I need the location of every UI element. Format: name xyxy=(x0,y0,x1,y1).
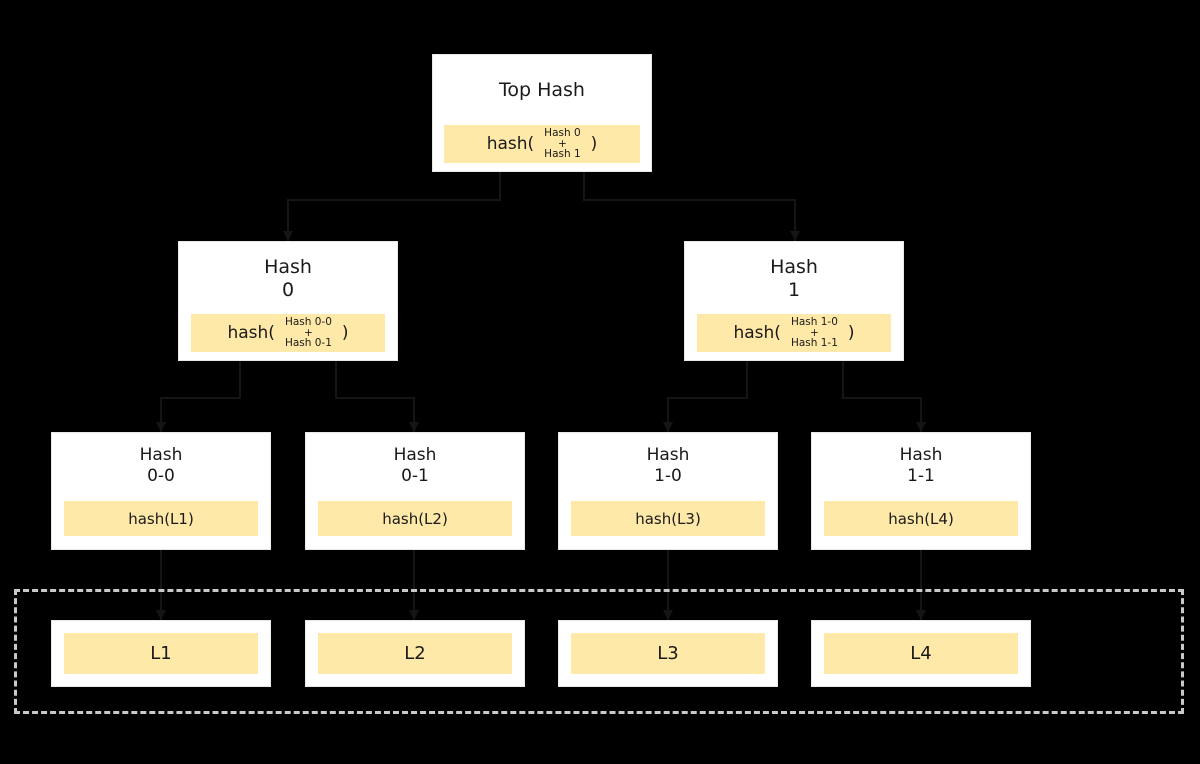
node-hash-0-formula: hash( Hash 0-0 + Hash 0-1 ) xyxy=(191,314,385,352)
node-hash-1-0-title: Hash 1-0 xyxy=(646,445,690,486)
node-hash-1-title: Hash 1 xyxy=(770,256,818,302)
node-top-hash[interactable]: Top Hash hash( Hash 0 + Hash 1 ) xyxy=(432,54,652,172)
hash-function-open: hash( xyxy=(486,133,535,154)
node-hash-0-0-title: Hash 0-0 xyxy=(139,445,183,486)
node-hash-1-0[interactable]: Hash 1-0 hash(L3) xyxy=(558,432,778,550)
node-hash-0-0-formula: hash(L1) xyxy=(64,501,258,536)
node-hash-1-1-title: Hash 1-1 xyxy=(899,445,943,486)
node-hash-1-1-formula: hash(L4) xyxy=(824,501,1018,536)
node-hash-1[interactable]: Hash 1 hash( Hash 1-0 + Hash 1-1 ) xyxy=(684,241,904,361)
data-block-l4-label: L4 xyxy=(824,633,1018,674)
hash-function-args: Hash 0-0 + Hash 0-1 xyxy=(284,316,332,350)
node-hash-0-1-title: Hash 0-1 xyxy=(393,445,437,486)
hash-function-open: hash( xyxy=(733,322,781,343)
data-block-l2-label: L2 xyxy=(318,633,512,674)
node-hash-0-0[interactable]: Hash 0-0 hash(L1) xyxy=(51,432,271,550)
hash-function-open: hash( xyxy=(227,322,275,343)
node-hash-0-title: Hash 0 xyxy=(264,256,312,302)
node-hash-1-formula: hash( Hash 1-0 + Hash 1-1 ) xyxy=(697,314,891,352)
data-block-l1-label: L1 xyxy=(64,633,258,674)
node-hash-1-1[interactable]: Hash 1-1 hash(L4) xyxy=(811,432,1031,550)
hash-function-close: ) xyxy=(847,322,855,343)
node-hash-0-1-formula: hash(L2) xyxy=(318,501,512,536)
data-block-l2[interactable]: L2 xyxy=(305,620,525,687)
hash-function-close: ) xyxy=(590,133,598,154)
hash-function-args: Hash 0 + Hash 1 xyxy=(544,127,581,161)
hash-function-close: ) xyxy=(341,322,349,343)
node-hash-0[interactable]: Hash 0 hash( Hash 0-0 + Hash 0-1 ) xyxy=(178,241,398,361)
data-block-l4[interactable]: L4 xyxy=(811,620,1031,687)
data-block-l1[interactable]: L1 xyxy=(51,620,271,687)
node-hash-0-1[interactable]: Hash 0-1 hash(L2) xyxy=(305,432,525,550)
data-block-l3[interactable]: L3 xyxy=(558,620,778,687)
data-block-l3-label: L3 xyxy=(571,633,765,674)
node-top-hash-title: Top Hash xyxy=(499,79,585,101)
node-hash-1-0-formula: hash(L3) xyxy=(571,501,765,536)
hash-function-args: Hash 1-0 + Hash 1-1 xyxy=(790,316,838,350)
node-top-hash-formula: hash( Hash 0 + Hash 1 ) xyxy=(444,125,640,163)
data-blocks-group xyxy=(14,589,1184,714)
